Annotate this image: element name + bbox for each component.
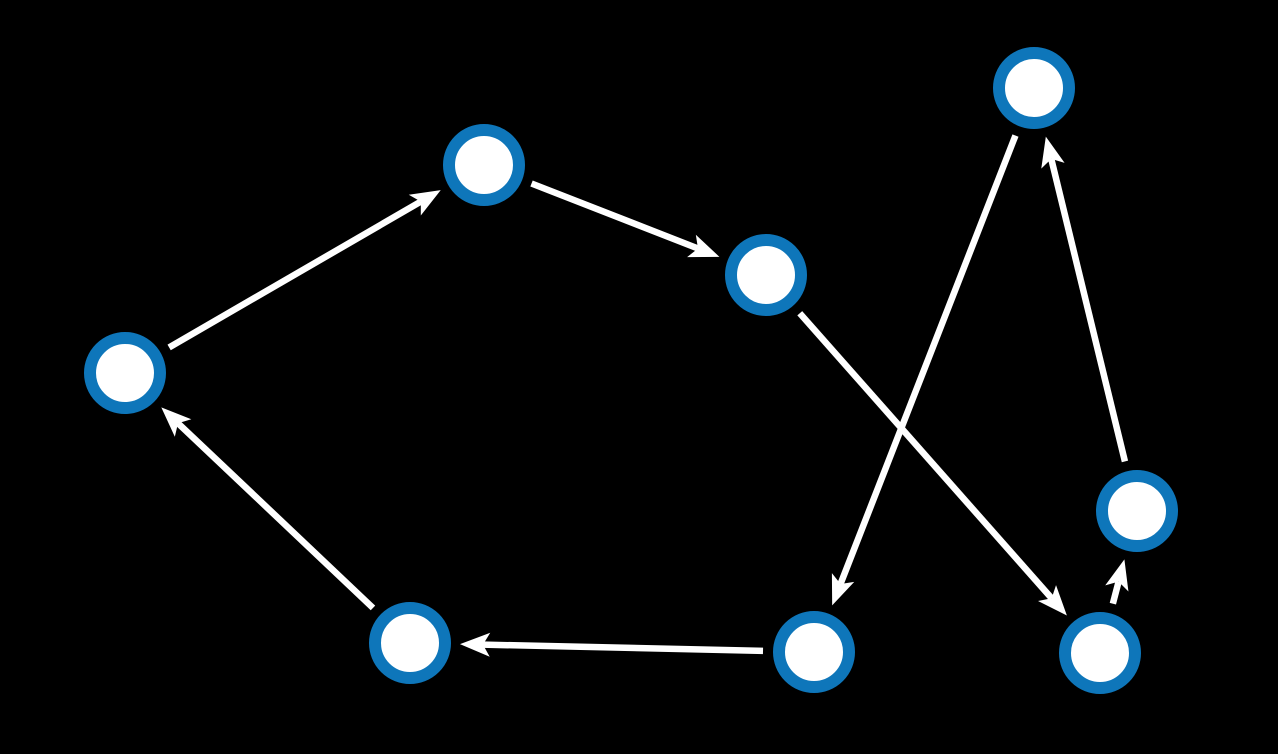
edge-arrowhead-icon: [161, 407, 192, 437]
edge-arrowhead-icon: [408, 190, 441, 216]
edge-line: [837, 134, 1019, 586]
edge-arrowhead-icon: [1105, 559, 1129, 592]
graph-edge-n7-n6: [459, 632, 764, 657]
edge-line: [1048, 158, 1129, 463]
edge-arrowhead-icon: [1038, 585, 1067, 616]
graph-node-n3: [725, 234, 807, 316]
edge-arrowhead-icon: [687, 234, 720, 258]
graph-node-n4: [84, 332, 166, 414]
graph-edge-n5-n1: [1041, 136, 1129, 463]
graph-edge-n1-n7: [831, 134, 1019, 606]
graph-node-n5: [1096, 470, 1178, 552]
edge-arrowhead-icon: [1041, 136, 1065, 169]
edge-arrowhead-icon: [459, 632, 491, 657]
graph-edge-n3-n8: [797, 311, 1067, 616]
graph-edge-n4-n2: [167, 190, 441, 351]
edge-line: [1109, 580, 1122, 605]
edge-line: [797, 311, 1055, 601]
graph-node-n1: [993, 47, 1075, 129]
graph-node-n8: [1059, 612, 1141, 694]
edge-arrowhead-icon: [831, 573, 855, 606]
edge-line: [482, 641, 764, 655]
edge-line: [175, 420, 376, 611]
edge-line: [530, 180, 700, 252]
graph-edge-n8-n5: [1105, 559, 1129, 605]
graph-node-n6: [369, 602, 451, 684]
graph-edge-n2-n3: [530, 180, 720, 258]
graph-node-n7: [773, 611, 855, 693]
edge-line: [167, 198, 423, 351]
graph-edge-n6-n4: [161, 407, 376, 611]
graph-node-n2: [443, 124, 525, 206]
